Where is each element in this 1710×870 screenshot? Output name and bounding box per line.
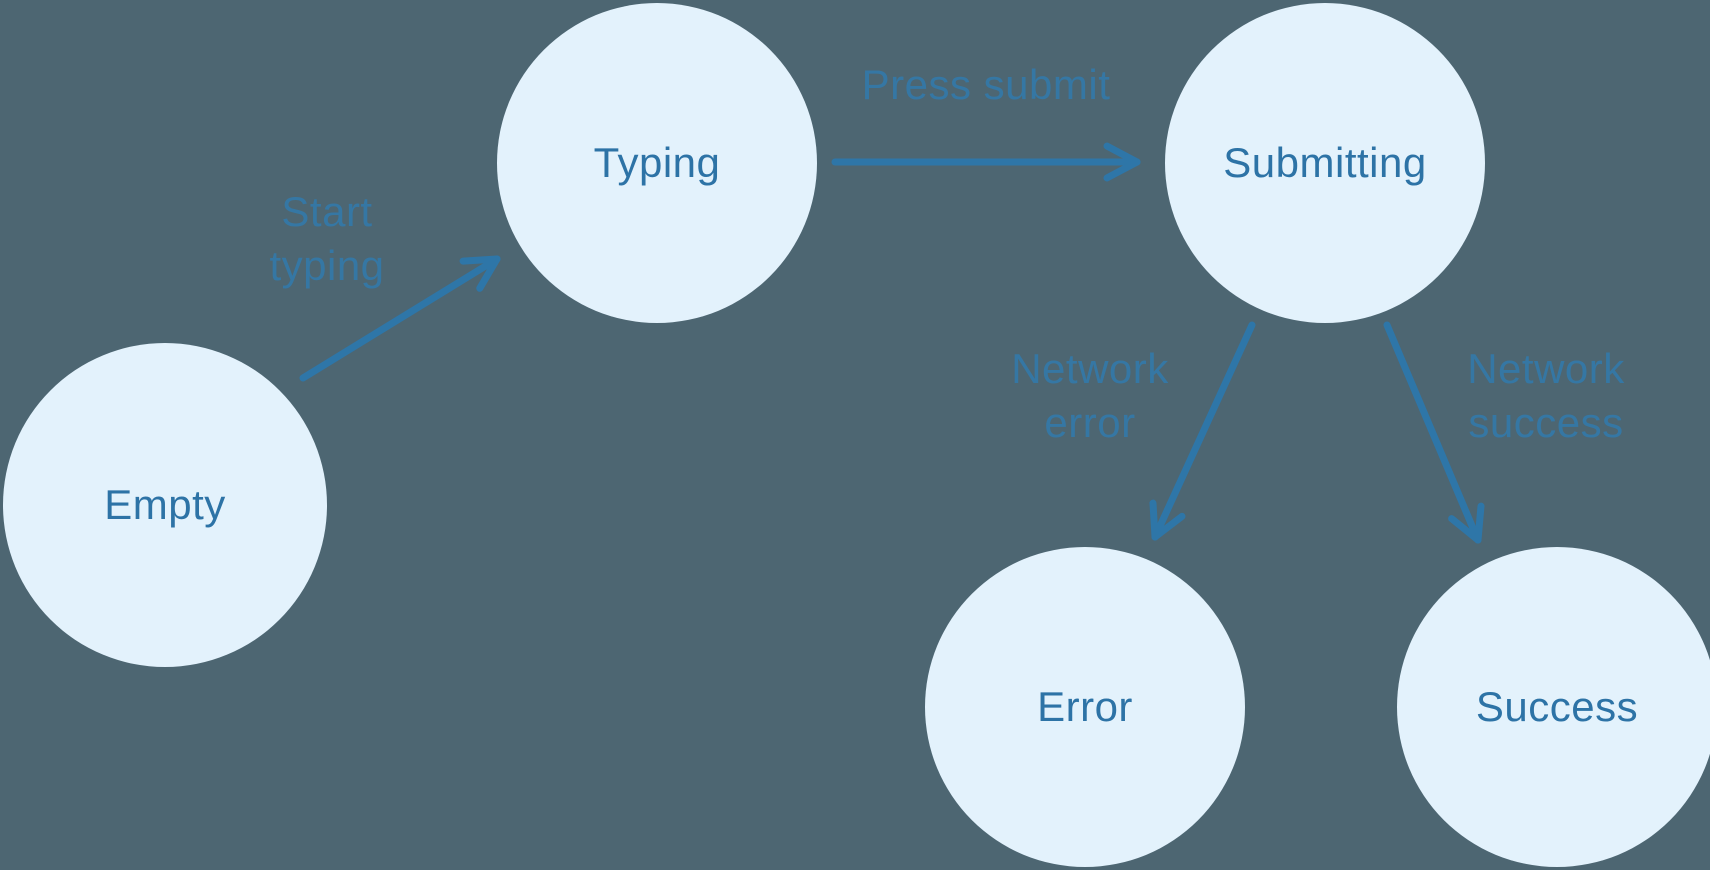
transition-arrowhead-start-typing bbox=[476, 255, 501, 292]
transition-label-start-typing: Start typing bbox=[269, 185, 384, 293]
transition-label-line: typing bbox=[269, 242, 385, 289]
transition-arrowhead-start-typing bbox=[459, 255, 501, 265]
transition-arrowhead-network-success bbox=[1448, 515, 1482, 544]
state-node-empty: Empty bbox=[3, 343, 327, 667]
state-node-submitting: Submitting bbox=[1165, 3, 1485, 323]
state-node-label: Error bbox=[1037, 683, 1133, 730]
transition-arrowhead-network-error bbox=[1151, 512, 1186, 541]
state-node-error: Error bbox=[925, 547, 1245, 867]
state-node-label: Submitting bbox=[1223, 139, 1427, 186]
transition-label-line: Network bbox=[1011, 345, 1169, 392]
transition-arrowhead-press-submit bbox=[1103, 158, 1141, 182]
transition-label-network-error: Network error bbox=[1011, 342, 1169, 450]
transition-label-line: success bbox=[1468, 399, 1624, 446]
state-node-label: Success bbox=[1475, 683, 1639, 730]
transition-arrow-shaft-network-error bbox=[1151, 321, 1256, 541]
transition-label-line: Press submit bbox=[861, 61, 1111, 108]
transition-label-line: Network bbox=[1467, 345, 1625, 392]
state-node-typing: Typing bbox=[497, 3, 817, 323]
transition-label-network-success: Network success bbox=[1467, 342, 1625, 450]
transition-label-line: Start bbox=[281, 188, 373, 235]
transition-arrow-shaft-network-success bbox=[1383, 321, 1482, 544]
state-node-label: Empty bbox=[104, 481, 226, 528]
transition-arrowhead-network-success bbox=[1474, 502, 1485, 544]
transition-label-line: error bbox=[1044, 399, 1136, 446]
state-node-success: Success bbox=[1397, 547, 1710, 867]
transition-label-press-submit: Press submit bbox=[862, 58, 1111, 112]
transition-arrowhead-network-error bbox=[1149, 499, 1159, 541]
transition-arrowhead-press-submit bbox=[1103, 142, 1141, 166]
state-node-label: Typing bbox=[593, 139, 721, 186]
